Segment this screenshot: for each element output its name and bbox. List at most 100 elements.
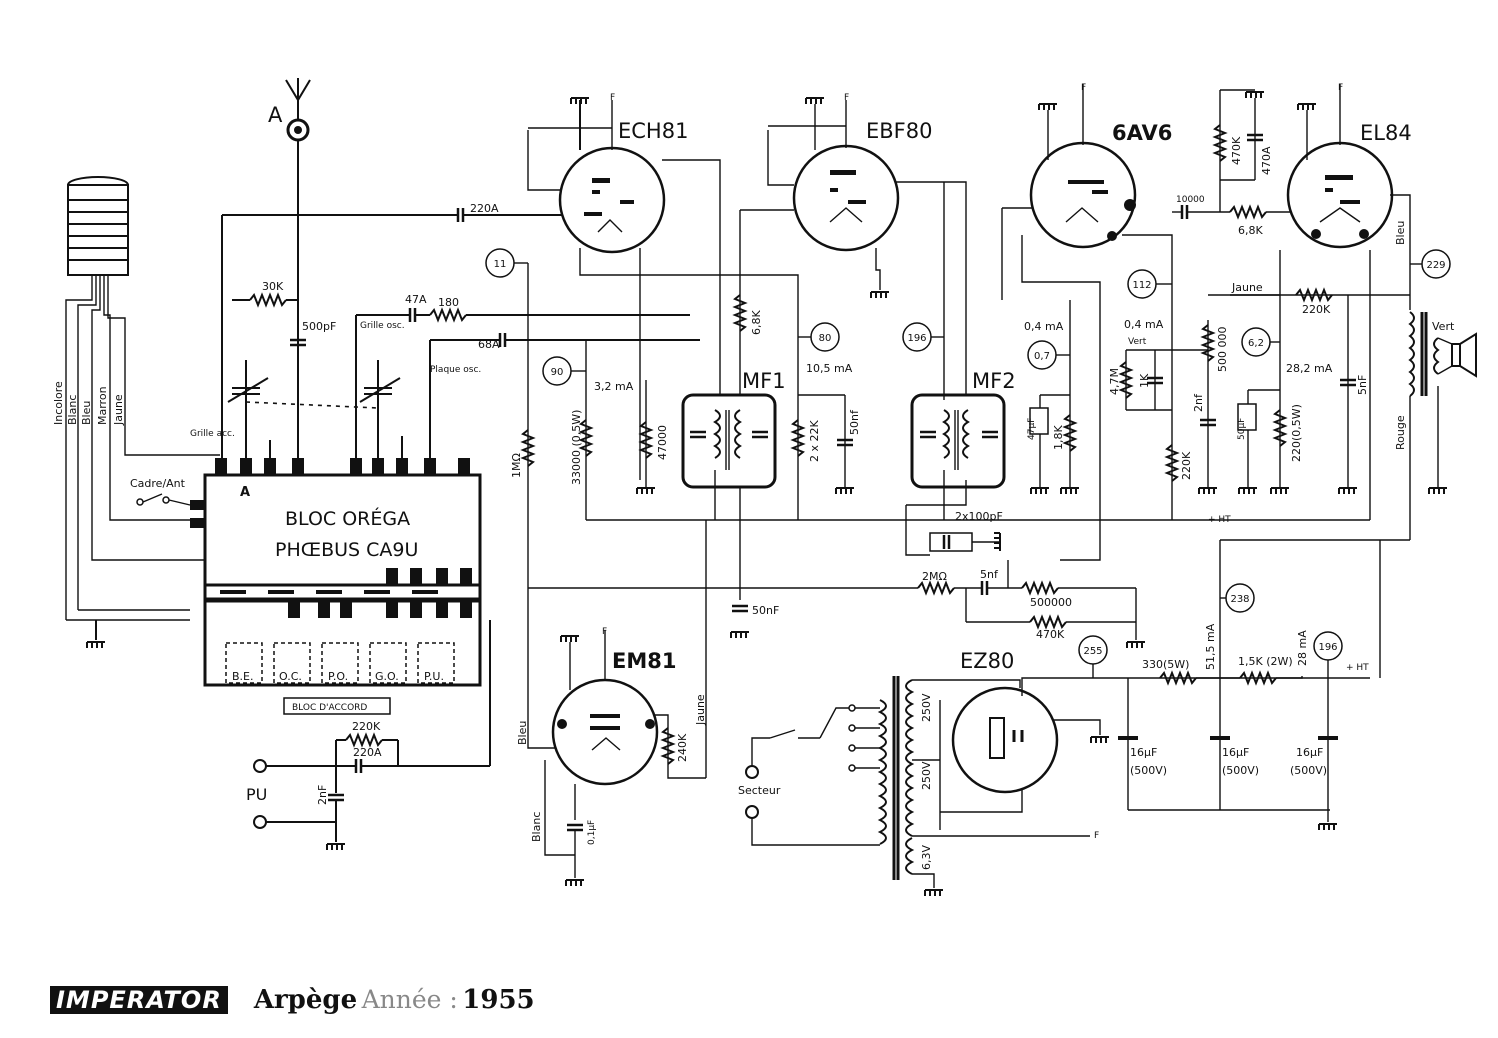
svg-text:1,5K (2W): 1,5K (2W) (1238, 655, 1293, 668)
svg-text:F: F (1094, 831, 1099, 841)
svg-text:+ HT: + HT (1346, 663, 1369, 673)
wire-label-bleu: Bleu (80, 401, 93, 425)
svg-text:Grille osc.: Grille osc. (360, 321, 405, 331)
svg-text:16µF: 16µF (1130, 746, 1157, 759)
rf-wiring: 220A 30K 500pF 47A 180 68A Grille osc. P… (190, 202, 700, 460)
antenna-label: A (268, 103, 283, 127)
svg-text:(500V): (500V) (1290, 764, 1327, 777)
pu-label: PU (246, 785, 267, 804)
svg-text:50µF: 50µF (1237, 418, 1247, 440)
power-supply: Secteur 250V 250V 6,3V F (738, 676, 1099, 897)
svg-text:33000 (0,5W): 33000 (0,5W) (570, 410, 583, 485)
year-label: Année : (361, 985, 458, 1014)
svg-text:4,7M: 4,7M (1108, 368, 1121, 395)
svg-text:220K: 220K (1302, 303, 1331, 316)
svg-text:6,8K: 6,8K (750, 310, 763, 335)
svg-text:2 x 22K: 2 x 22K (808, 420, 821, 462)
tube-el84: EL84 F Bleu 229 10000 6,8K 470K 470A 112… (1108, 83, 1477, 540)
wire-label-blanc: Blanc (66, 395, 79, 425)
tube-label-ez80: EZ80 (960, 649, 1014, 673)
svg-text:220(0,5W): 220(0,5W) (1290, 404, 1303, 462)
node-196-b: 196 (1318, 642, 1337, 653)
svg-text:50nf: 50nf (848, 409, 861, 435)
svg-text:Rouge: Rouge (1394, 415, 1407, 450)
svg-text:470K: 470K (1036, 628, 1065, 641)
mf2: MF2 (910, 369, 1016, 520)
node-196-a: 196 (907, 333, 926, 344)
node-112: 112 (1132, 280, 1151, 291)
block-title-line1: BLOC ORÉGA (285, 507, 410, 530)
svg-text:500 000: 500 000 (1216, 327, 1229, 373)
svg-text:(500V): (500V) (1222, 764, 1259, 777)
tube-label-el84: EL84 (1360, 121, 1412, 145)
svg-text:470K: 470K (1230, 136, 1243, 165)
tube-label-ebf80: EBF80 (866, 119, 932, 143)
node-6-2: 6,2 (1248, 338, 1264, 349)
svg-text:A: A (240, 485, 250, 500)
tube-label-6av6: 6AV6 (1112, 121, 1172, 145)
mf1: MF1 (681, 369, 786, 520)
wire-label-marron: Marron (96, 386, 109, 425)
node-0-7: 0,7 (1034, 351, 1050, 362)
svg-text:1,8K: 1,8K (1052, 425, 1065, 450)
svg-text:Jaune: Jaune (694, 694, 707, 726)
svg-text:28 mA: 28 mA (1296, 630, 1309, 666)
switch-oc: O.C. (279, 670, 302, 683)
svg-text:(500V): (500V) (1130, 764, 1167, 777)
tube-ez80: EZ80 (940, 649, 1303, 813)
wire-label-incolore: Incolore (52, 381, 65, 425)
node-11: 11 (494, 259, 507, 270)
svg-text:6,8K: 6,8K (1238, 224, 1263, 237)
svg-text:Bleu: Bleu (516, 721, 529, 745)
svg-text:2x100pF: 2x100pF (955, 510, 1003, 523)
svg-text:3,2 mA: 3,2 mA (594, 380, 634, 393)
svg-text:51,5 mA: 51,5 mA (1204, 623, 1217, 670)
node-238: 238 (1230, 594, 1249, 605)
tube-6av6: 6AV6 F 0,4 mA 0,7 47µF 1,8K (1001, 83, 1173, 561)
svg-text:1MΩ: 1MΩ (510, 453, 523, 478)
svg-text:Bleu: Bleu (1394, 221, 1407, 245)
node-229: 229 (1426, 260, 1445, 271)
svg-text:47000: 47000 (656, 425, 669, 460)
svg-text:0,1µF: 0,1µF (587, 820, 597, 845)
svg-text:F: F (844, 93, 849, 103)
svg-text:2MΩ: 2MΩ (922, 570, 947, 583)
svg-text:68A: 68A (478, 338, 500, 351)
svg-text:2nf: 2nf (1192, 393, 1205, 412)
svg-text:220K: 220K (1180, 451, 1193, 480)
svg-text:50nF: 50nF (752, 604, 779, 617)
svg-text:Jaune: Jaune (1231, 281, 1263, 294)
model-name: Arpège (253, 985, 358, 1015)
wire-label-jaune: Jaune (112, 394, 125, 426)
mf1-label: MF1 (742, 369, 786, 393)
switch-pu: P.U. (424, 670, 444, 683)
svg-text:28,2 mA: 28,2 mA (1286, 362, 1333, 375)
svg-text:F: F (602, 627, 607, 637)
switch-go: G.O. (375, 670, 399, 683)
svg-text:Vert: Vert (1128, 337, 1147, 347)
svg-text:5nF: 5nF (1356, 375, 1369, 395)
svg-text:5nf: 5nf (980, 568, 999, 581)
svg-text:30K: 30K (262, 280, 284, 293)
node-90: 90 (551, 367, 564, 378)
svg-text:16µF: 16µF (1296, 746, 1323, 759)
filter-section: 255 330(5W) 51,5 mA 1,5K (2W) 28 mA + HT… (1078, 539, 1410, 831)
node-255: 255 (1083, 646, 1102, 657)
pu-input: PU 220A 220K 2nF (246, 620, 491, 851)
svg-text:0,4 mA: 0,4 mA (1124, 318, 1164, 331)
svg-text:470A: 470A (1260, 146, 1273, 175)
svg-text:180: 180 (438, 296, 459, 309)
switch-po: P.O. (328, 670, 348, 683)
svg-text:240K: 240K (676, 733, 689, 762)
svg-text:10000: 10000 (1176, 195, 1205, 205)
svg-text:6,3V: 6,3V (920, 845, 933, 870)
node-80: 80 (819, 333, 832, 344)
bloc-orega: A BLOC ORÉGA PHŒBUS CA9U B.E. O.C. P.O. … (130, 458, 482, 715)
svg-text:F: F (1338, 83, 1343, 93)
svg-text:0,4 mA: 0,4 mA (1024, 320, 1064, 333)
svg-text:250V: 250V (920, 693, 933, 722)
band-switches: B.E. O.C. P.O. G.O. P.U. (225, 642, 455, 684)
svg-text:Grille acc.: Grille acc. (190, 429, 235, 439)
tube-em81: EM81 F 240K Jaune Bleu 0,1µF Blanc (516, 600, 707, 887)
